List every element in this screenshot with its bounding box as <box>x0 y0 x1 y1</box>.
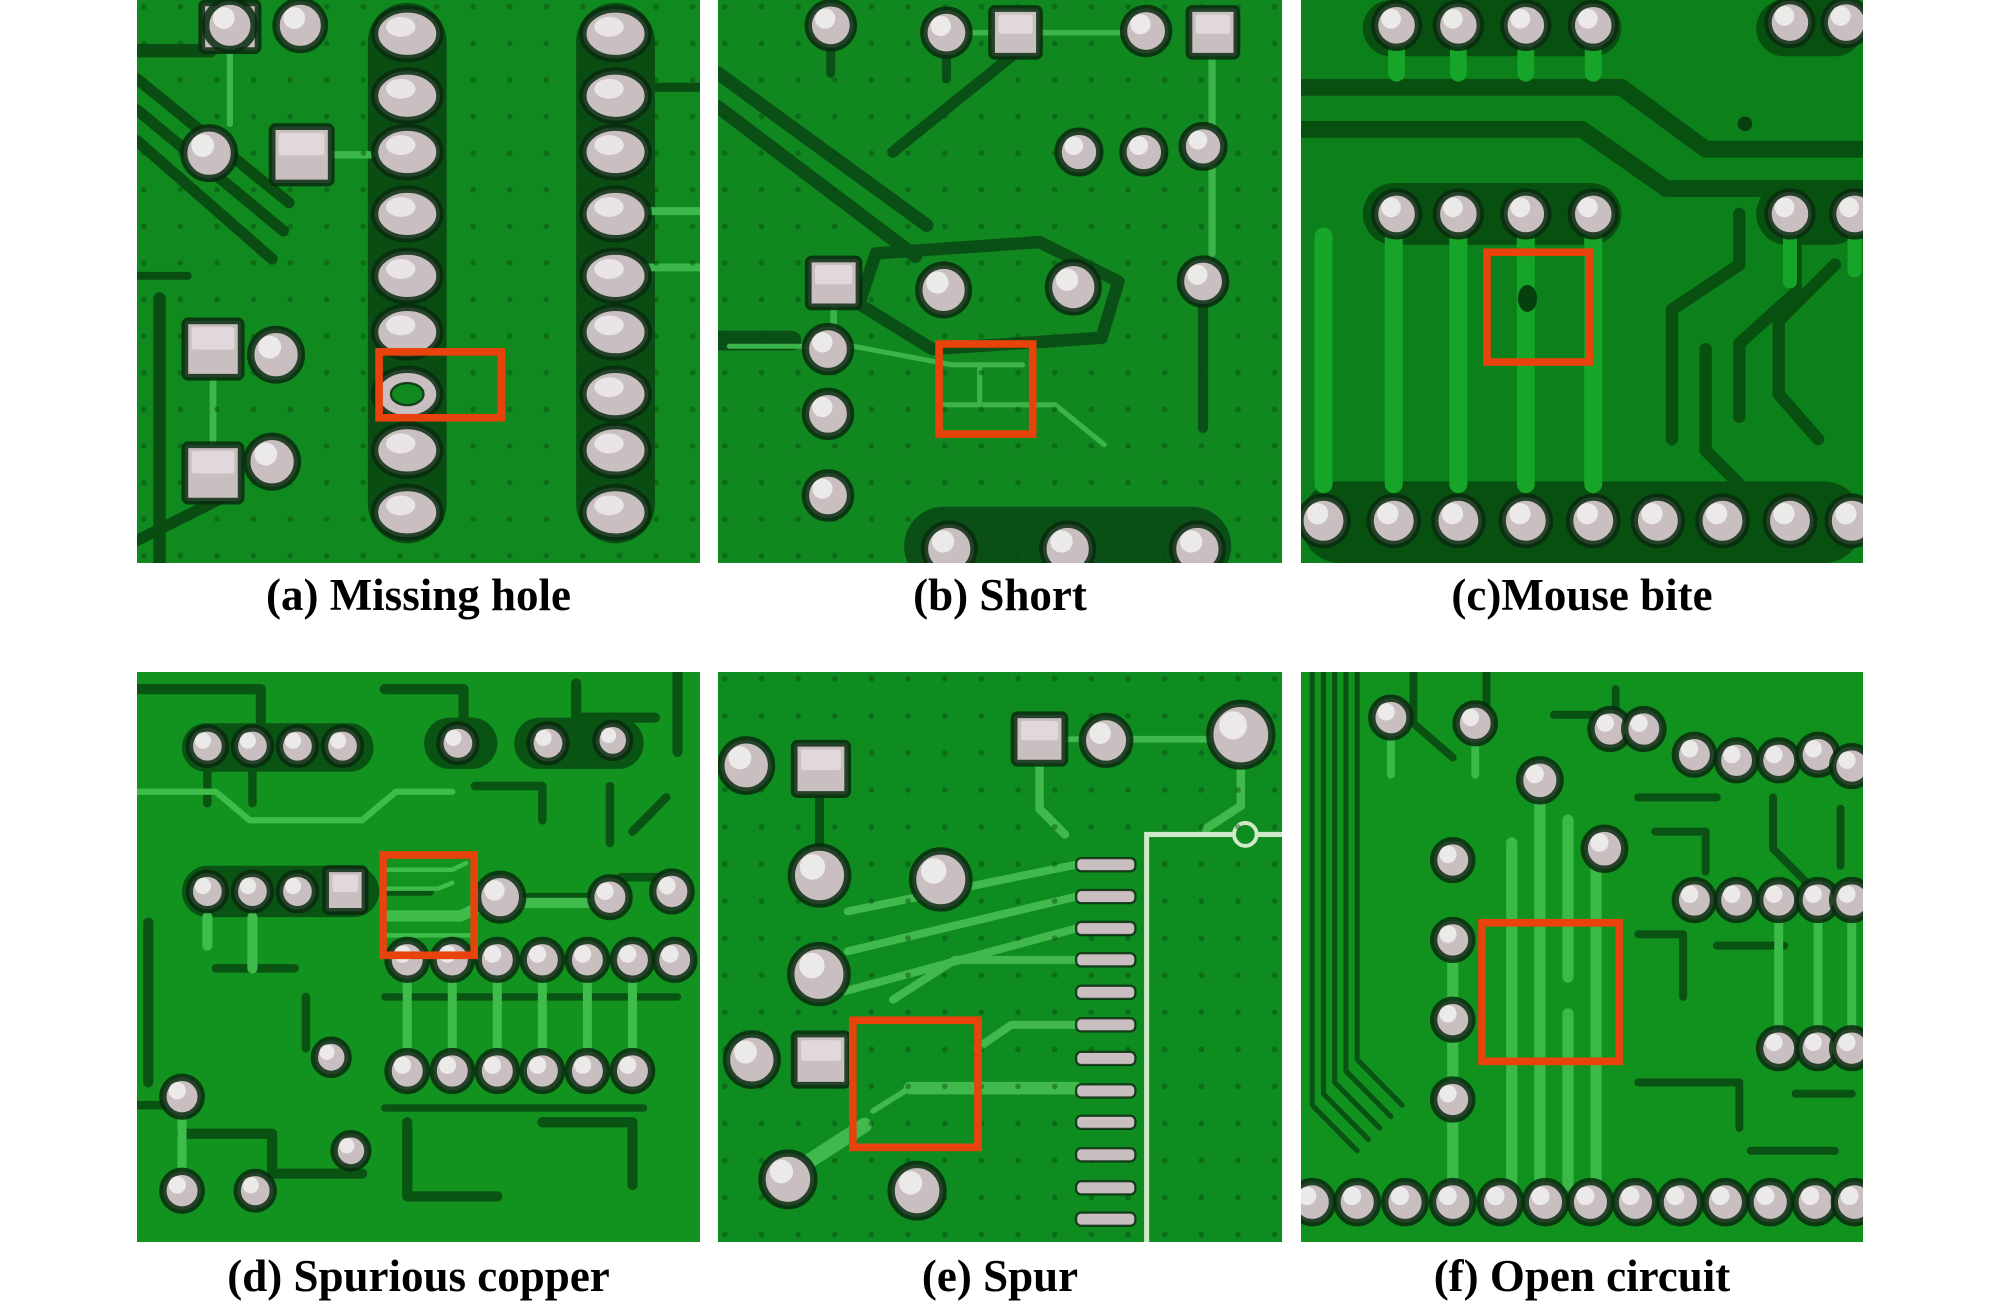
defect-red-box <box>379 851 479 960</box>
caption-open-circuit: (f) Open circuit <box>1433 1251 1731 1301</box>
caption-short: (b) Short <box>913 570 1087 620</box>
pcb-photo-spur <box>718 672 1282 1242</box>
pcb-photo-spurious-copper <box>137 672 700 1242</box>
pcb-photo-missing-hole <box>137 0 700 563</box>
pcb-photo-short <box>718 0 1282 563</box>
defect-red-box <box>1483 248 1594 366</box>
defect-red-box <box>848 1016 982 1152</box>
pcb-photo-mouse-bite <box>1301 0 1863 563</box>
defect-red-box <box>1478 918 1623 1066</box>
caption-missing-hole: (a) Missing hole <box>265 570 571 620</box>
caption-spurious-copper: (d) Spurious copper <box>227 1251 610 1301</box>
pcb-photo-open-circuit <box>1301 672 1863 1242</box>
caption-mouse-bite: (c)Mouse bite <box>1451 570 1713 620</box>
caption-spur: (e) Spur <box>921 1251 1079 1301</box>
defect-red-box <box>935 340 1037 438</box>
defect-red-box <box>375 348 506 422</box>
